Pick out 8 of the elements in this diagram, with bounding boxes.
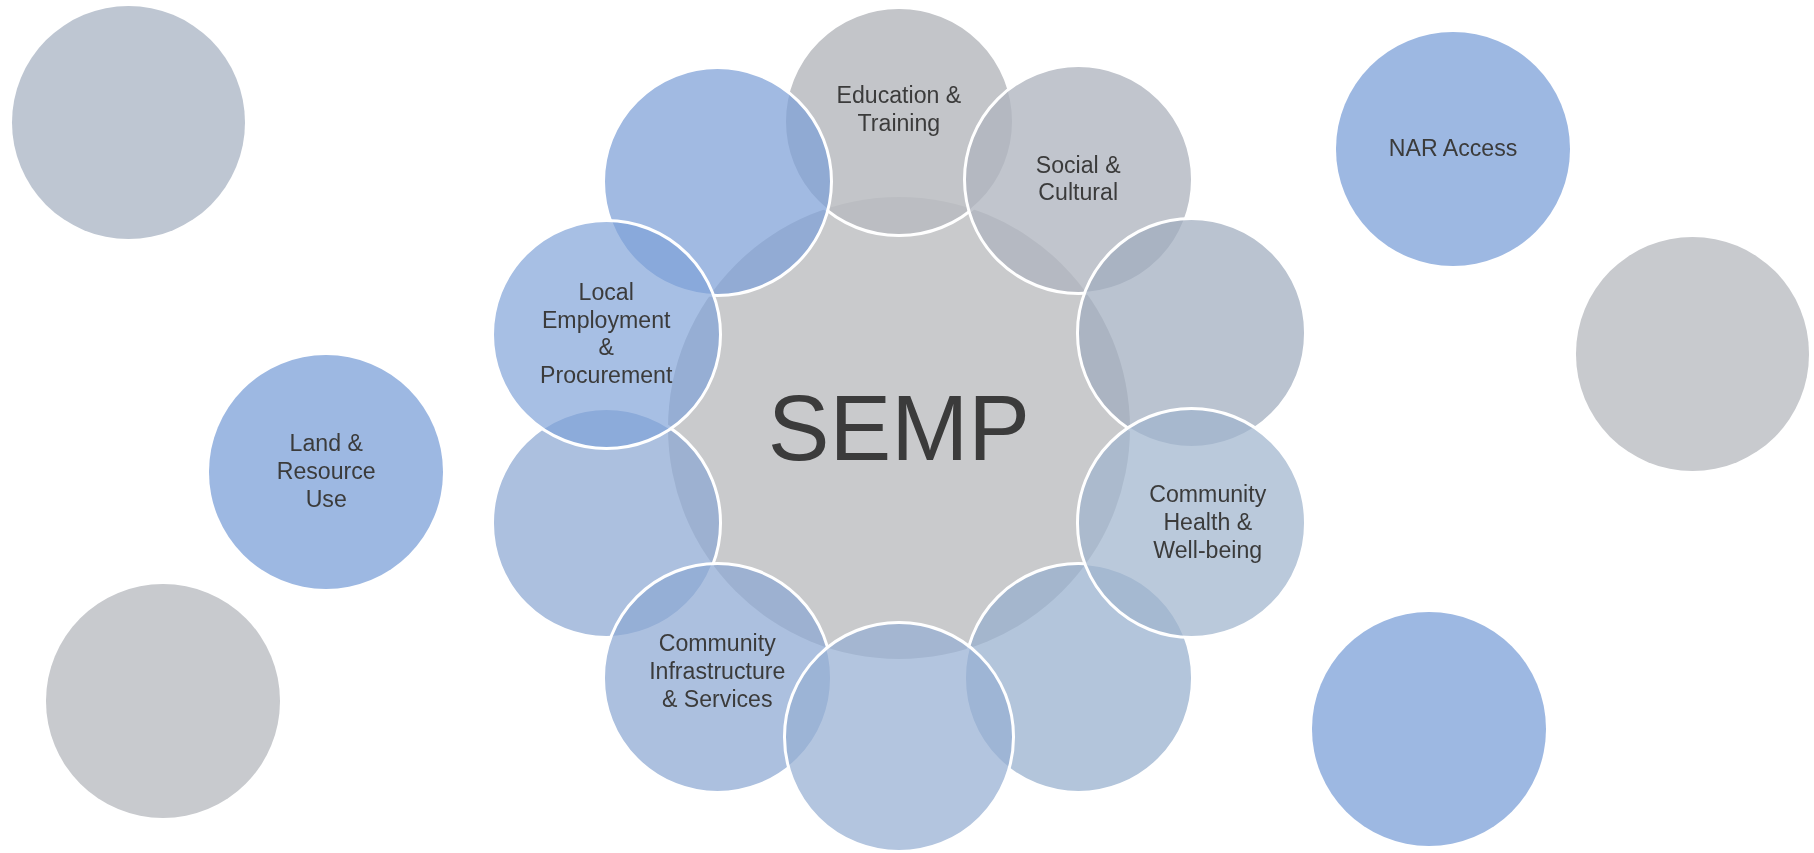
center-title: SEMP [766, 374, 1032, 482]
circle-label: Education & Training [835, 82, 963, 138]
circle-label: Land & Resource Use [275, 430, 377, 514]
circle-label: Community Infrastructure & Services [648, 630, 787, 714]
circle-label: Local Employment & Procurement [539, 278, 674, 390]
circle-label: Social & Cultural [1034, 151, 1122, 208]
circle-label: NAR Access [1387, 135, 1519, 164]
circle-label: Community Health & Well-being [1148, 481, 1268, 565]
